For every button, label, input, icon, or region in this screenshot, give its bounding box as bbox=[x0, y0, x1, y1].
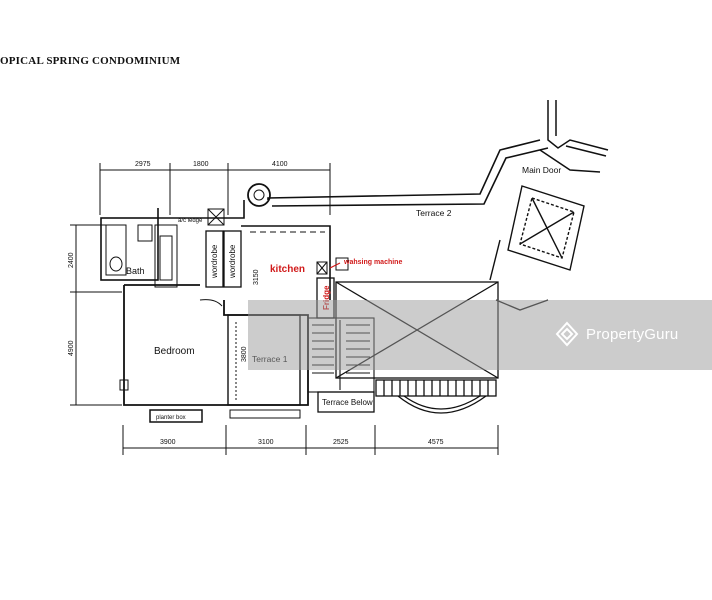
wardrobe-1-label: wordrobe bbox=[210, 244, 219, 279]
terrace-below-area bbox=[317, 391, 375, 413]
dim-bottom-3: 2525 bbox=[333, 439, 349, 446]
dim-left-1: 2400 bbox=[68, 252, 75, 268]
dim-bottom-1: 3900 bbox=[160, 439, 176, 446]
main-door-label: Main Door bbox=[522, 165, 561, 175]
dim-kitchen: 3150 bbox=[253, 269, 260, 285]
dim-bottom-2: 3100 bbox=[258, 439, 274, 446]
propertyguru-logo-icon bbox=[555, 321, 579, 347]
fridge-annotation: Fridge bbox=[322, 285, 331, 310]
ac-ledge-box bbox=[207, 208, 225, 226]
basin bbox=[109, 256, 123, 272]
washing-machine-annotation: wahsing machine bbox=[343, 259, 402, 266]
wall-stub bbox=[119, 379, 129, 391]
washing-machine-box bbox=[316, 261, 328, 275]
washing-machine-arrow bbox=[329, 262, 341, 269]
terrace2-label: Terrace 2 bbox=[416, 208, 452, 218]
wardrobe-2-box bbox=[223, 230, 242, 288]
bedroom-label: Bedroom bbox=[154, 346, 195, 357]
watermark-band bbox=[248, 300, 712, 370]
bedroom-door-swing bbox=[199, 299, 223, 307]
ac-ledge-label: a/c ledge bbox=[178, 218, 203, 224]
main-door-structure bbox=[539, 100, 609, 173]
dim-left-2: 4900 bbox=[68, 340, 75, 356]
dim-terrace: 3800 bbox=[241, 346, 248, 362]
planter-box-label: planter box bbox=[156, 415, 186, 421]
lift-shaft bbox=[489, 185, 585, 281]
bath-room bbox=[100, 217, 159, 281]
plan-title: OPICAL SPRING CONDOMINIUM bbox=[0, 55, 181, 67]
terrace-below-label: Terrace Below bbox=[322, 398, 373, 407]
shower-area bbox=[154, 224, 178, 288]
watermark: PropertyGuru bbox=[554, 321, 678, 347]
washing-machine-box-2 bbox=[335, 257, 349, 271]
wardrobe-2-label: wordrobe bbox=[228, 244, 237, 279]
wardrobe-1-box bbox=[205, 230, 224, 288]
dim-top-1: 2975 bbox=[135, 161, 151, 168]
dim-top-3: 4100 bbox=[272, 161, 288, 168]
round-column-inner bbox=[253, 189, 265, 201]
dim-top-2: 1800 bbox=[193, 161, 209, 168]
kitchen-walls bbox=[241, 225, 331, 300]
bath-tub bbox=[105, 224, 127, 276]
toilet bbox=[137, 224, 153, 242]
ledge-strip bbox=[229, 409, 301, 419]
kitchen-annotation: kitchen bbox=[270, 264, 305, 275]
balcony-railing bbox=[375, 379, 497, 414]
bath-label: Bath bbox=[126, 266, 145, 276]
upper-wall bbox=[157, 139, 549, 219]
round-column bbox=[247, 183, 271, 207]
planter-box-area bbox=[149, 409, 203, 423]
shower-tray bbox=[159, 235, 173, 281]
dim-bottom-4: 4575 bbox=[428, 439, 444, 446]
watermark-text: PropertyGuru bbox=[586, 325, 679, 343]
